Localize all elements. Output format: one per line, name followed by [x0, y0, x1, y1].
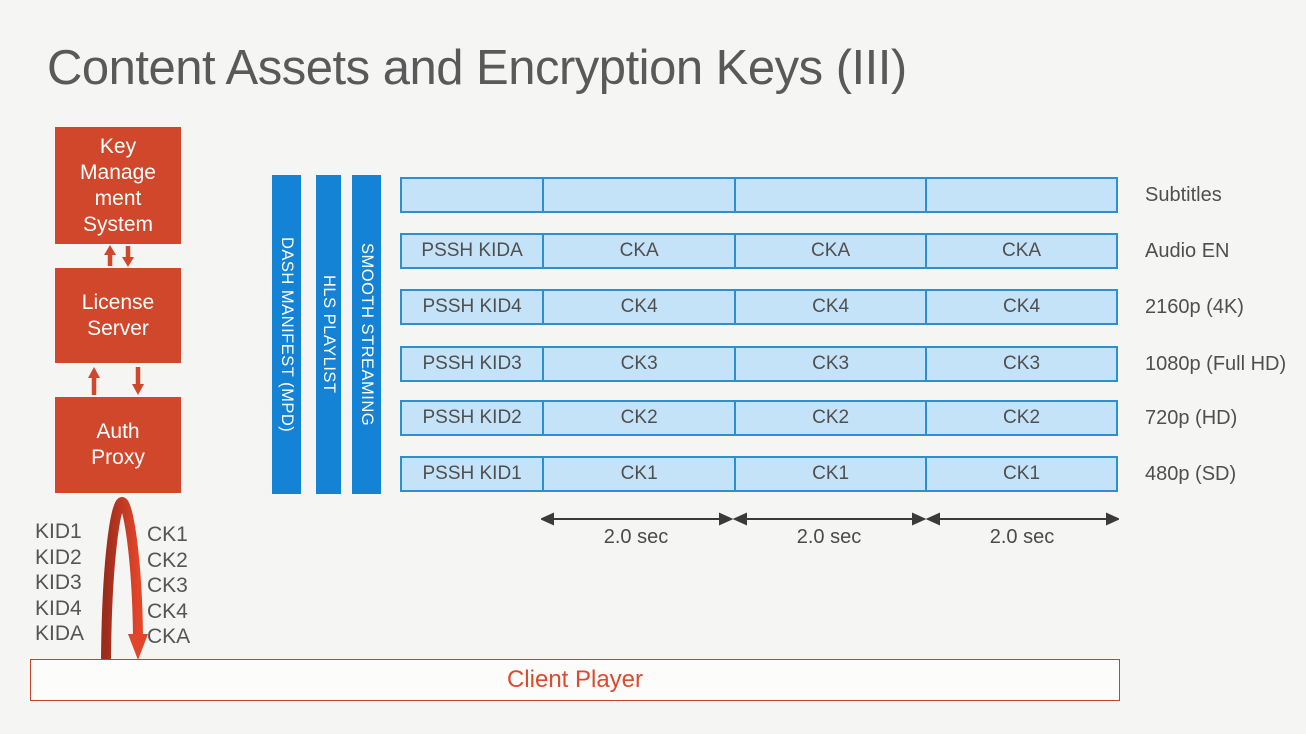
segment-cell: PSSH KID4	[422, 296, 522, 317]
client-player-label: Client Player	[506, 666, 644, 693]
kid-list: KID1 KID2 KID3 KID4 KIDA	[35, 520, 85, 645]
page-title: Content Assets and Encryption Keys (III)	[47, 41, 907, 95]
duration-arrows	[541, 512, 1119, 526]
segment-cell: CK1	[925, 458, 1116, 490]
box-license-server: License Server	[55, 268, 181, 363]
segment-cell: CK3	[925, 348, 1116, 380]
segment-cell: CK2	[925, 402, 1116, 434]
segment-cells: PSSH KID1 CK1 CK1 CK1	[400, 456, 1118, 492]
table-row-audio-en: PSSH KIDA CKA CKA CKA Audio EN	[400, 233, 1306, 269]
table-row-subtitles: Subtitles	[400, 177, 1306, 213]
duration-label: 2.0 sec	[603, 526, 669, 548]
key-delivery-curved-arrow	[101, 496, 148, 663]
bar-smooth-streaming: SMOOTH STREAMING	[352, 175, 381, 494]
client-player-box: Client Player	[30, 659, 1120, 701]
segment-cell: CKA	[925, 235, 1116, 267]
segment-cell: CK3	[542, 348, 734, 380]
segment-cells: PSSH KID3 CK3 CK3 CK3	[400, 346, 1118, 382]
row-label-720p: 720p (HD)	[1145, 407, 1238, 429]
table-row-720p: PSSH KID2 CK2 CK2 CK2 720p (HD)	[400, 400, 1306, 436]
segment-cells	[400, 177, 1118, 213]
arrows-kms-license	[104, 245, 134, 267]
row-label-audio-en: Audio EN	[1145, 240, 1230, 262]
segment-cell: CKA	[734, 235, 925, 267]
segment-cell: CK4	[925, 291, 1116, 323]
table-row-480p: PSSH KID1 CK1 CK1 CK1 480p (SD)	[400, 456, 1306, 492]
segment-cells: PSSH KIDA CKA CKA CKA	[400, 233, 1118, 269]
table-row-1080p: PSSH KID3 CK3 CK3 CK3 1080p (Full HD)	[400, 346, 1306, 382]
segment-cell: PSSH KID1	[422, 463, 522, 484]
segment-cell: PSSH KIDA	[421, 240, 523, 261]
bar-dash-manifest: DASH MANIFEST (MPD)	[272, 175, 301, 494]
segment-cell: CK4	[734, 291, 925, 323]
table-row-2160p: PSSH KID4 CK4 CK4 CK4 2160p (4K)	[400, 289, 1306, 325]
box-auth-proxy: Auth Proxy	[55, 397, 181, 493]
duration-label: 2.0 sec	[989, 526, 1055, 548]
segment-cell: CK2	[542, 402, 734, 434]
box-auth-proxy-label: Auth Proxy	[91, 420, 145, 469]
row-label-2160p: 2160p (4K)	[1145, 296, 1244, 318]
segment-cell	[542, 179, 734, 211]
row-label-subtitles: Subtitles	[1145, 184, 1222, 206]
segment-cell: PSSH KID3	[422, 353, 522, 374]
box-license-server-label: License Server	[81, 290, 155, 340]
segment-cell: CK1	[542, 458, 734, 490]
row-label-1080p: 1080p (Full HD)	[1145, 353, 1287, 375]
segment-cell	[402, 179, 542, 211]
segment-cell	[925, 179, 1116, 211]
duration-label: 2.0 sec	[796, 526, 862, 548]
segment-cell: CK3	[734, 348, 925, 380]
segment-cell: CK4	[542, 291, 734, 323]
box-key-management-system: Key Manage ment System	[55, 127, 181, 244]
segment-cell: PSSH KID2	[422, 407, 522, 428]
bar-hls-playlist: HLS PLAYLIST	[316, 175, 341, 494]
box-key-management-system-label: Key Manage ment System	[80, 134, 156, 236]
segment-cells: PSSH KID4 CK4 CK4 CK4	[400, 289, 1118, 325]
ck-list: CK1 CK2 CK3 CK4 CKA	[147, 523, 191, 648]
arrows-license-auth	[88, 367, 144, 395]
segment-cells: PSSH KID2 CK2 CK2 CK2	[400, 400, 1118, 436]
segment-cell	[734, 179, 925, 211]
row-label-480p: 480p (SD)	[1145, 463, 1237, 485]
segment-cell: CKA	[542, 235, 734, 267]
segment-cell: CK1	[734, 458, 925, 490]
segment-cell: CK2	[734, 402, 925, 434]
